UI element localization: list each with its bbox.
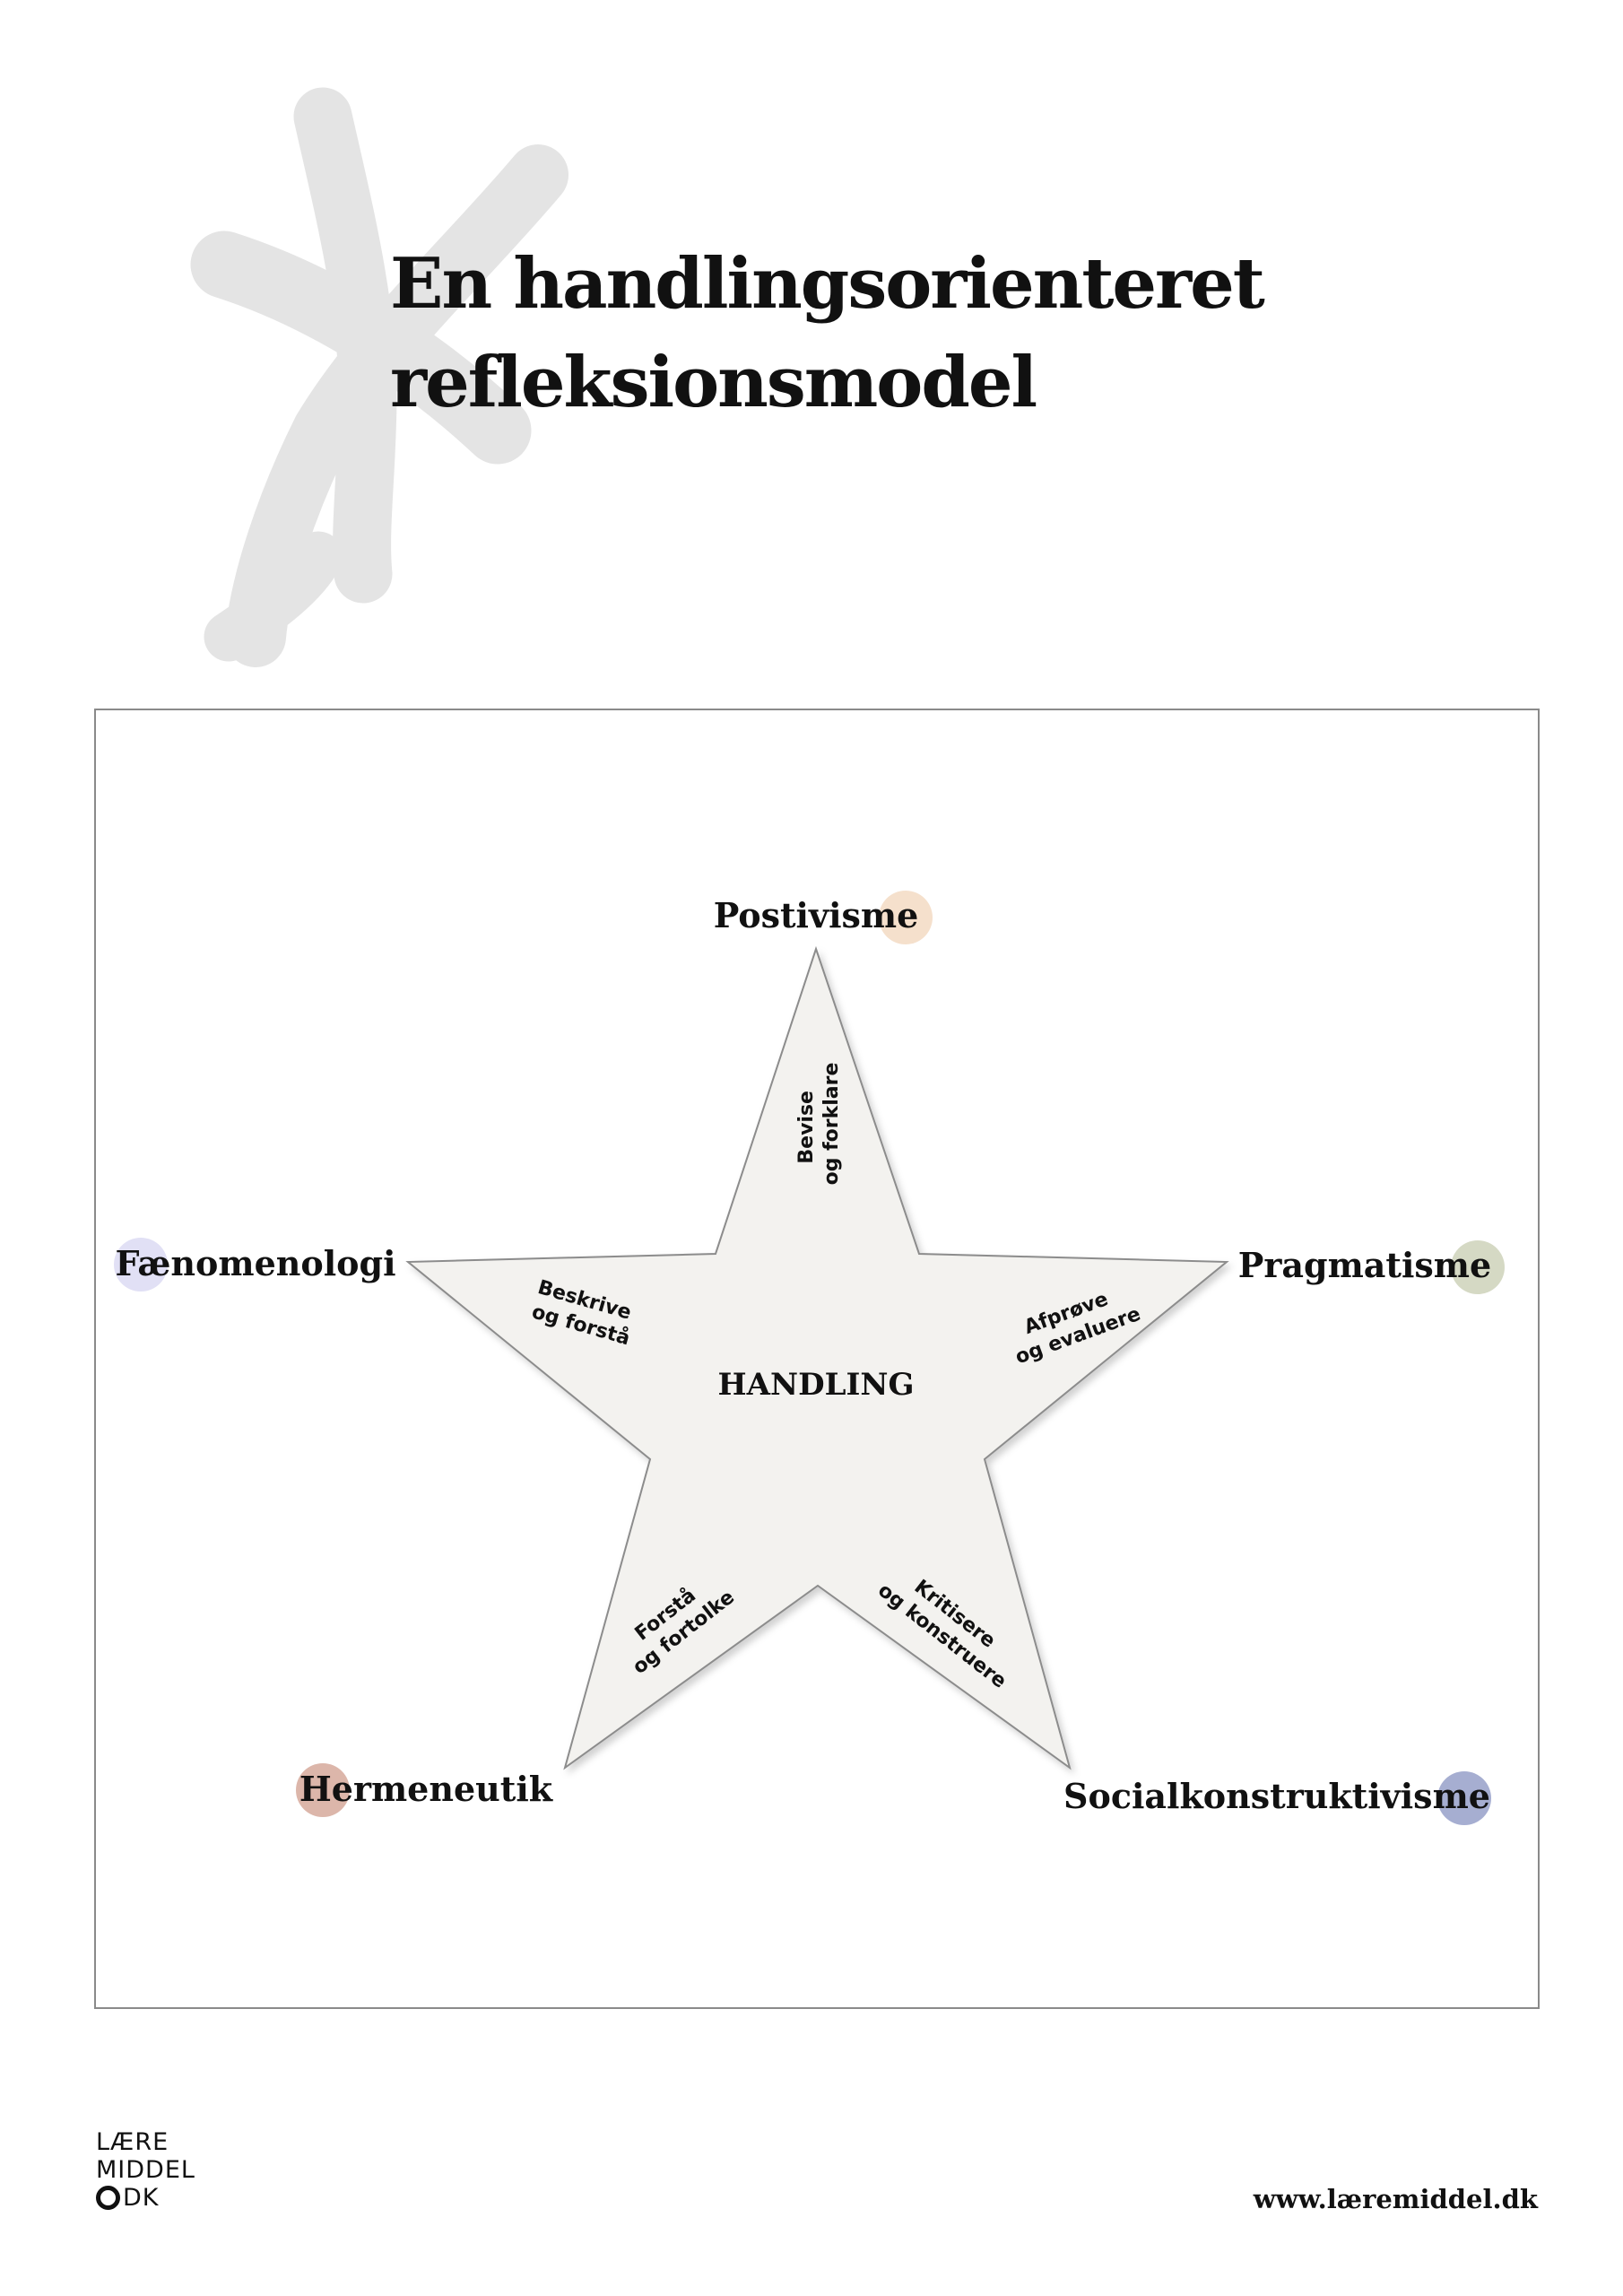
- page-title-line-1: En handlingsorienteret: [390, 243, 1265, 325]
- laeremiddel-logo: LÆRE MIDDEL DK: [96, 2128, 195, 2212]
- footer-website-link[interactable]: www.læremiddel.dk: [1253, 2184, 1538, 2214]
- node-dot-bottom-left: [296, 1763, 350, 1817]
- node-dot-bottom-right: [1437, 1771, 1491, 1825]
- asterisk-stroke-horizontal: [190, 230, 532, 465]
- asterisk-stroke-foot: [204, 531, 343, 662]
- arm-label-top-line-1: Bevise: [795, 1091, 818, 1164]
- logo-ring-icon: [96, 2186, 120, 2210]
- node-label-left: Fænomenologi: [115, 1243, 395, 1283]
- arm-label-top: Bevise og forklare: [795, 1063, 843, 1186]
- center-label-handling: HANDLING: [718, 1367, 915, 1403]
- logo-line-3: DK: [96, 2184, 195, 2212]
- action-star: [405, 945, 1229, 1770]
- node-label-bottom-right: Socialkonstruktivisme: [1063, 1776, 1490, 1816]
- node-label-top: Postivisme: [714, 895, 919, 935]
- node-label-bottom-left: Hermeneutik: [299, 1769, 553, 1809]
- node-dot-right: [1451, 1240, 1505, 1294]
- logo-line-2: MIDDEL: [96, 2156, 195, 2184]
- asterisk-stroke-diagonal: [225, 144, 568, 667]
- arm-label-top-line-2: og forklare: [820, 1063, 843, 1186]
- diagram-frame: [94, 709, 1540, 2009]
- logo-line-1: LÆRE: [96, 2128, 169, 2156]
- node-label-right: Pragmatisme: [1238, 1245, 1491, 1285]
- decorative-asterisk-shape: [190, 87, 568, 667]
- node-dot-left: [114, 1238, 168, 1292]
- svg-text:Bevise og forklare: Bevise og forklare: [795, 1063, 843, 1186]
- node-dot-top: [879, 891, 933, 944]
- page-title: En handlingsorienteret refleksionsmodel: [390, 235, 1265, 432]
- logo-dk-text: DK: [123, 2184, 160, 2212]
- page-title-line-2: refleksionsmodel: [390, 342, 1037, 423]
